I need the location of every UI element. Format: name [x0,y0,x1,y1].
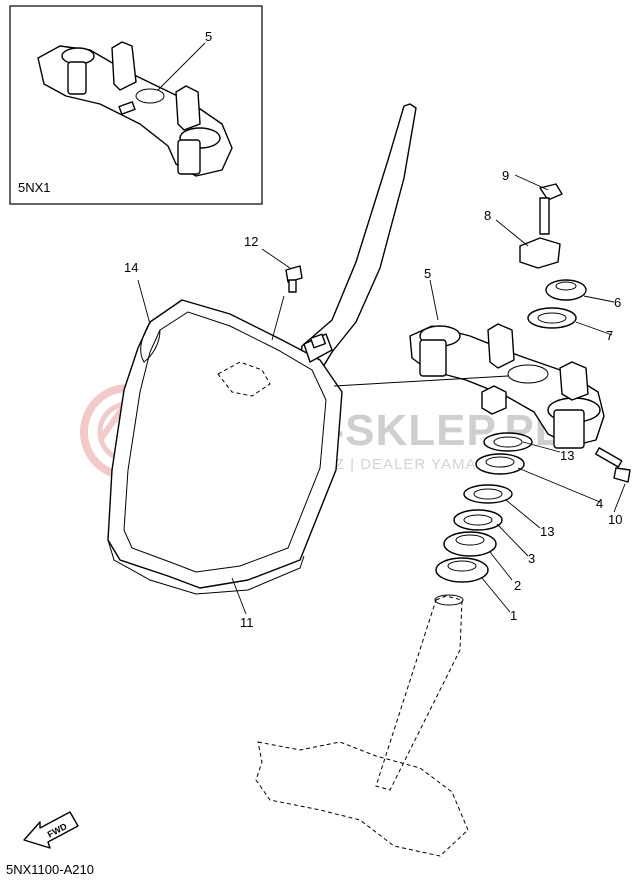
inset-upper-bracket-drawing [37,41,233,177]
callout-labels: 9 8 6 7 5 13 4 13 3 2 1 10 12 14 11 [124,168,622,630]
number-plate-drawing [107,103,417,595]
bearing-3-drawing [453,509,503,531]
bolt-9-drawing [539,183,563,235]
callout-1: 1 [510,608,517,623]
callout-3: 3 [528,551,535,566]
callout-9: 9 [502,168,509,183]
washer-7-drawing [527,307,577,329]
washer-13-upper-drawing [483,432,533,452]
callout-4: 4 [596,496,603,511]
callout-10: 10 [608,512,622,527]
bearing-2-drawing [443,531,497,557]
inset-code: 5NX1 [18,180,51,195]
bolt-12-drawing [285,265,303,293]
bolt-10-drawing [595,447,631,483]
callout-2: 2 [514,578,521,593]
callout-12: 12 [244,234,258,249]
ring-nut-4-drawing [475,453,525,475]
diagram-code: 5NX1100-A210 [6,862,94,877]
inset-callout-5: 5 [205,29,212,44]
callout-7: 7 [606,328,613,343]
lower-bracket-drawing [255,594,469,857]
callout-13-upper: 13 [560,448,574,463]
callout-14: 14 [124,260,138,275]
upper-bracket-drawing [409,323,605,449]
callout-5: 5 [424,266,431,281]
callout-13-lower: 13 [540,524,554,539]
callout-8: 8 [484,208,491,223]
callout-11: 11 [240,615,254,630]
handlebar-clamp-drawing [481,385,507,415]
bearing-1-drawing [435,557,489,583]
collar-6-drawing [545,279,587,301]
fwd-arrow-icon: FWD [23,811,79,849]
washer-13-lower-drawing [463,484,513,504]
clamp-8-drawing [519,237,561,269]
callout-6: 6 [614,295,621,310]
inset-box: 5 5NX1 [9,5,263,205]
